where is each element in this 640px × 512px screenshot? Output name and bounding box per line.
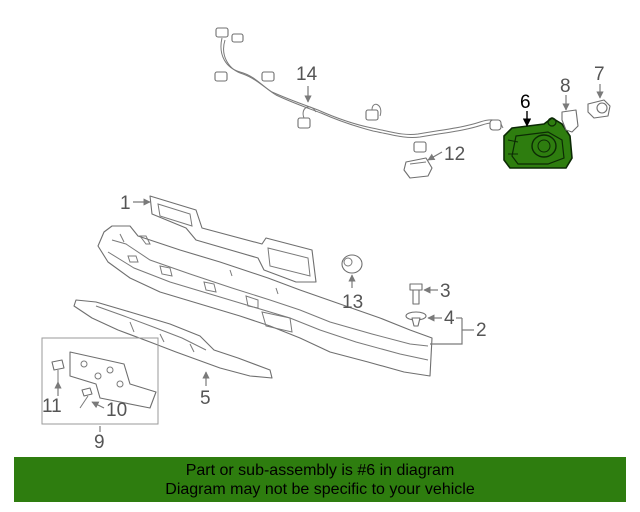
clip-part-8 — [561, 109, 579, 133]
grommet-part-13 — [341, 254, 363, 274]
sensor-part-7 — [587, 99, 611, 119]
info-banner: Part or sub-assembly is #6 in diagram Di… — [14, 457, 626, 502]
highlighted-part-6 — [503, 117, 573, 169]
callout-2: 2 — [476, 320, 487, 341]
callout-13: 13 — [342, 292, 363, 313]
bracket-kit-group-9 — [41, 337, 159, 425]
callout-5: 5 — [200, 388, 211, 409]
callout-labels: 14 6 8 7 12 1 13 3 4 2 5 11 10 9 — [42, 64, 605, 453]
reinforcement-part-1 — [149, 195, 317, 283]
callout-12: 12 — [444, 144, 465, 165]
connector-part-12 — [403, 157, 433, 179]
callout-9: 9 — [94, 432, 105, 453]
banner-line-1: Part or sub-assembly is #6 in diagram — [185, 462, 455, 479]
callout-10: 10 — [106, 400, 127, 421]
callout-8: 8 — [560, 76, 571, 97]
clip-part-4 — [405, 311, 427, 327]
callout-1: 1 — [120, 193, 131, 214]
callout-3: 3 — [440, 281, 451, 302]
valance-part-5 — [73, 299, 273, 379]
parts-diagram: 14 6 8 7 12 1 13 3 4 2 5 11 10 9 — [41, 27, 611, 453]
bolt-part-3 — [409, 283, 423, 305]
callout-4: 4 — [444, 308, 455, 329]
wiring-harness-part-14 — [214, 27, 504, 153]
bumper-fascia-part-2 — [97, 225, 433, 377]
callout-6: 6 — [520, 92, 531, 113]
callout-14: 14 — [296, 64, 318, 85]
callout-7: 7 — [594, 64, 605, 85]
callout-11: 11 — [42, 396, 62, 417]
leader-lines — [54, 84, 604, 432]
banner-line-2: Diagram may not be specific to your vehi… — [165, 481, 475, 498]
